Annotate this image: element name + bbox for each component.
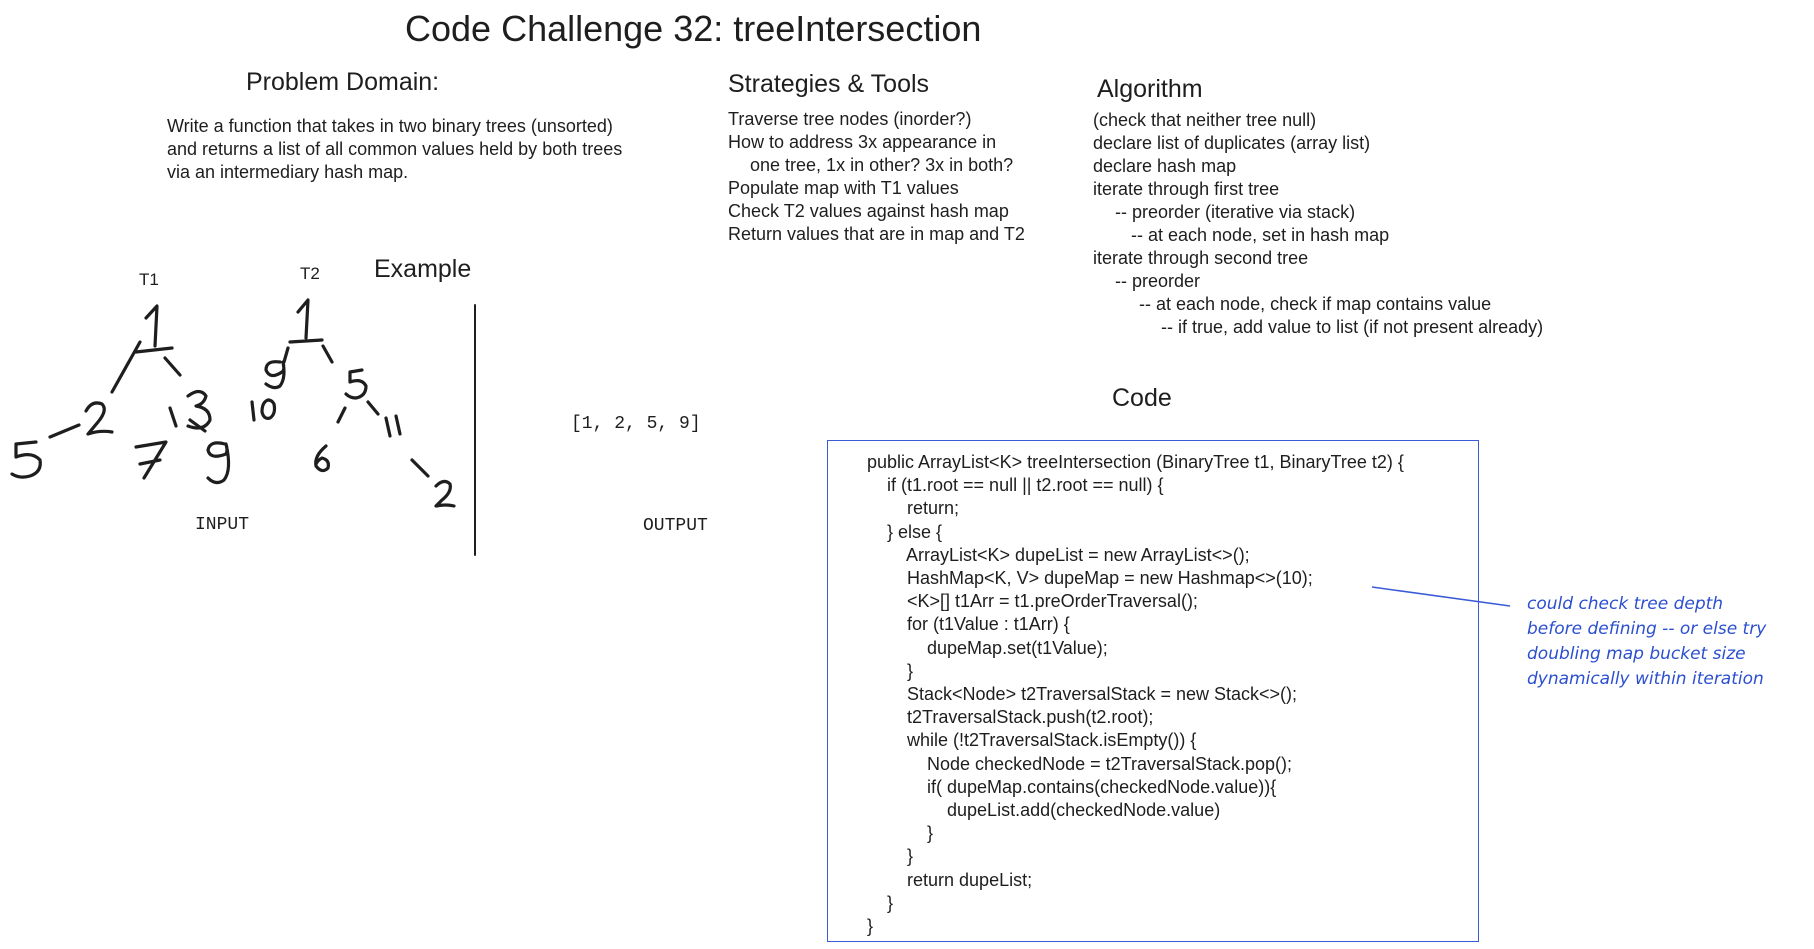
t1-label: T1 <box>139 270 159 289</box>
t2-node-6 <box>314 444 330 473</box>
input-label: INPUT <box>195 515 250 535</box>
t1-edge <box>168 406 178 428</box>
code-line: } else { <box>867 521 943 542</box>
strategy-line: Check T2 values against hash map <box>728 201 1009 221</box>
code-line: } <box>867 823 934 844</box>
t1-node-5 <box>10 440 42 479</box>
algorithm-line: declare list of duplicates (array list) <box>1093 133 1371 153</box>
algorithm-heading: Algorithm <box>1097 75 1203 103</box>
t2-node-11 <box>384 414 402 438</box>
code-line: HashMap<K, V> dupeMap = new Hashmap<>(10… <box>867 568 1313 589</box>
problem-domain-heading: Problem Domain: <box>246 68 440 96</box>
code-line: return dupeList; <box>867 869 1033 890</box>
code-heading: Code <box>1112 384 1172 412</box>
strategy-line: How to address 3x appearance in <box>728 132 997 152</box>
code-line: public ArrayList<K> treeIntersection (Bi… <box>867 452 1404 472</box>
strategy-line: Return values that are in map and T2 <box>728 224 1025 244</box>
algorithm-line: -- preorder <box>1115 271 1201 291</box>
t1-node-3 <box>186 389 212 430</box>
note-line: dynamically within iteration <box>1527 669 1764 689</box>
code-line: } <box>867 892 894 913</box>
code-line: dupeList.add(checkedNode.value) <box>867 800 1221 821</box>
t1-node-7 <box>134 440 168 480</box>
code-line: t2TraversalStack.push(t2.root); <box>867 707 1154 728</box>
t2-node-5 <box>344 368 368 400</box>
t2-edge <box>321 344 334 364</box>
t2-node-9 <box>264 360 286 390</box>
strategy-line: Traverse tree nodes (inorder?) <box>728 109 972 129</box>
code-line: if( dupeMap.contains(checkedNode.value))… <box>867 776 1277 797</box>
code-line: } <box>867 846 914 867</box>
algorithm-line: iterate through second tree <box>1093 248 1309 268</box>
algorithm-line: declare hash map <box>1093 156 1237 176</box>
t1-node-2 <box>84 401 114 436</box>
strategy-line: Populate map with T1 values <box>728 178 959 198</box>
t1-edge <box>48 423 81 439</box>
t2-label: T2 <box>300 264 320 283</box>
code-line: <K>[] t1Arr = t1.preOrderTraversal(); <box>867 591 1198 612</box>
output-label: OUTPUT <box>643 516 708 536</box>
note-line: before defining -- or else try <box>1527 619 1767 639</box>
algorithm-line: -- if true, add value to list (if not pr… <box>1161 317 1544 337</box>
strategy-line: one tree, 1x in other? 3x in both? <box>750 155 1014 175</box>
strategies-heading: Strategies & Tools <box>728 70 930 98</box>
algorithm-list: (check that neither tree null) declare l… <box>1093 109 1543 339</box>
algorithm-line: -- preorder (iterative via stack) <box>1115 202 1356 222</box>
t2-edge <box>336 406 347 424</box>
code-line: Node checkedNode = t2TraversalStack.pop(… <box>867 753 1293 774</box>
algorithm-line: (check that neither tree null) <box>1093 110 1317 130</box>
problem-domain-text: Write a function that takes in two binar… <box>167 115 622 184</box>
example-heading: Example <box>374 255 472 283</box>
t2-node-10 <box>250 400 256 422</box>
problem-line: via an intermediary hash map. <box>167 162 409 182</box>
code-line: ArrayList<K> dupeList = new ArrayList<>(… <box>867 544 1250 565</box>
t1-edge <box>188 418 207 433</box>
algorithm-line: -- at each node, check if map contains v… <box>1139 294 1492 314</box>
note-line: doubling map bucket size <box>1527 644 1746 664</box>
t1-node-1 <box>134 304 174 354</box>
t2-edge <box>410 458 430 478</box>
t1-edge <box>110 340 142 394</box>
margin-note: could check tree depth before defining -… <box>1527 592 1766 692</box>
code-line: while (!t2TraversalStack.isEmpty()) { <box>867 730 1197 751</box>
t1-edge <box>163 356 182 377</box>
output-value: [1, 2, 5, 9] <box>571 414 701 434</box>
t2-edge <box>366 400 380 416</box>
t1-node-9 <box>206 441 231 485</box>
strategies-list: Traverse tree nodes (inorder?) How to ad… <box>728 108 1025 246</box>
algorithm-line: iterate through first tree <box>1093 179 1280 199</box>
code-line: } <box>867 660 914 681</box>
code-line: dupeMap.set(t1Value); <box>867 637 1108 658</box>
code-line: for (t1Value : t1Arr) { <box>867 614 1070 635</box>
code-line: return; <box>867 498 960 519</box>
code-block: public ArrayList<K> treeIntersection (Bi… <box>867 451 1404 938</box>
t2-node-2 <box>434 479 456 508</box>
algorithm-line: -- at each node, set in hash map <box>1131 225 1390 245</box>
problem-line: Write a function that takes in two binar… <box>167 116 613 136</box>
t2-node-10 <box>260 398 277 420</box>
t2-edge <box>282 346 290 364</box>
code-line: if (t1.root == null || t2.root == null) … <box>867 475 1164 496</box>
page-title: Code Challenge 32: treeIntersection <box>405 8 982 49</box>
code-line: Stack<Node> t2TraversalStack = new Stack… <box>867 684 1298 705</box>
problem-line: and returns a list of all common values … <box>167 139 623 159</box>
code-box <box>827 440 1479 942</box>
code-line: } <box>867 916 874 937</box>
note-line: could check tree depth <box>1527 594 1724 614</box>
t2-node-1 <box>288 298 324 344</box>
